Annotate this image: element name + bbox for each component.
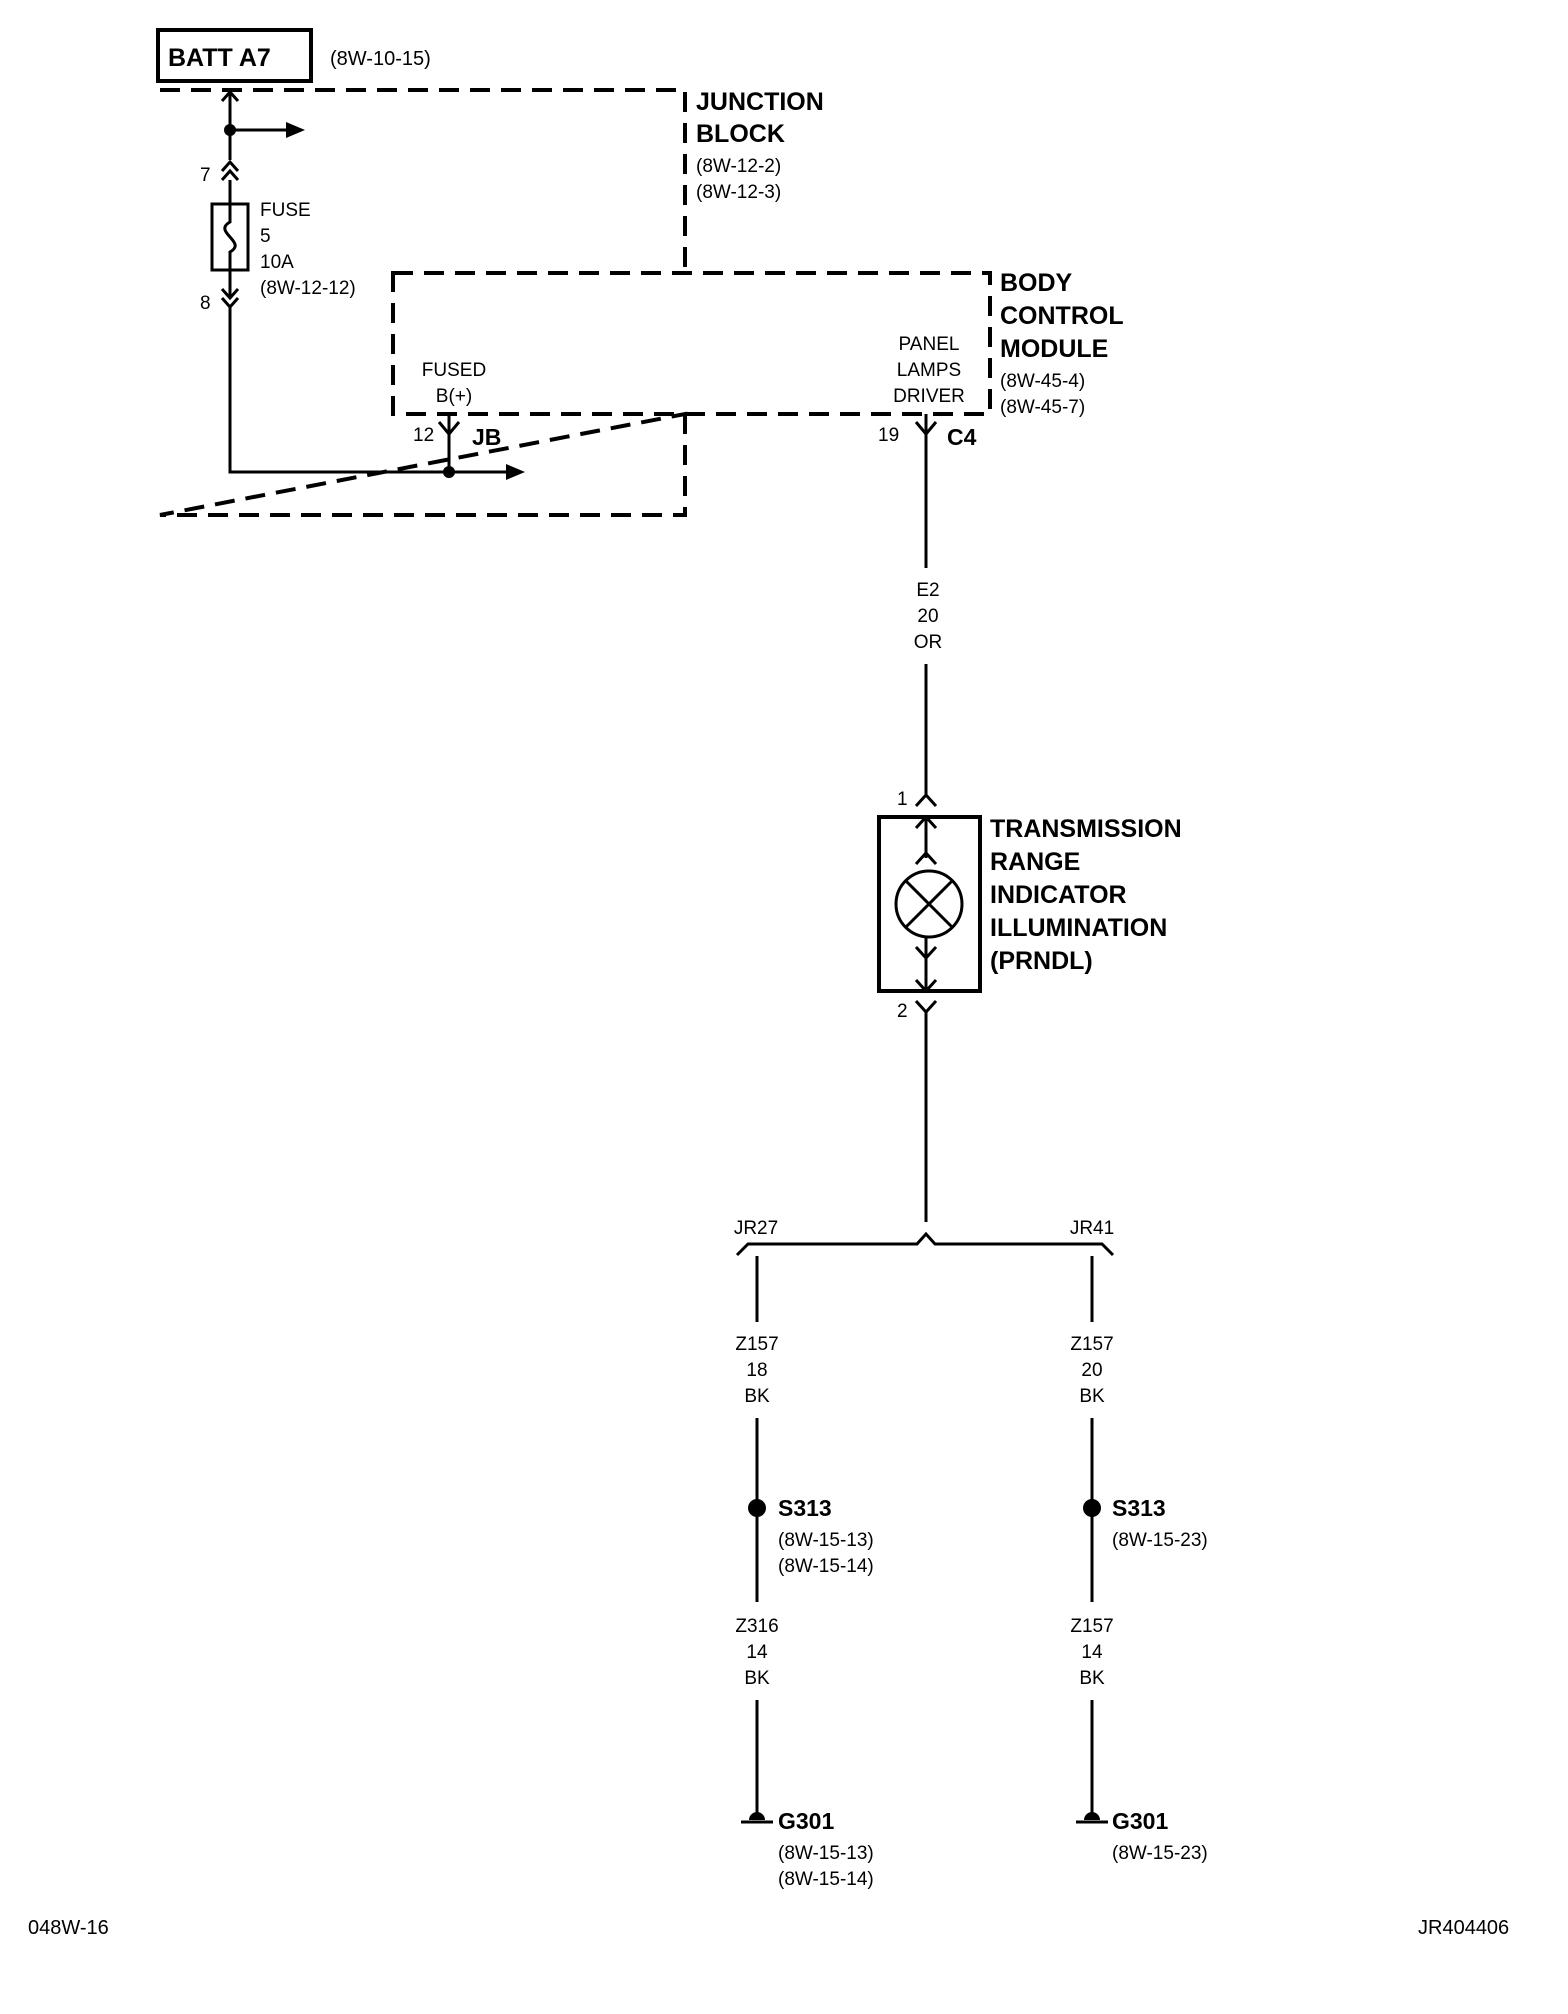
right-wire1-gauge: 20 bbox=[1081, 1360, 1102, 1381]
left-wire2-gauge: 14 bbox=[746, 1642, 768, 1663]
left-wire1-color: BK bbox=[744, 1386, 770, 1407]
bcm-ref-2: (8W-45-7) bbox=[1000, 397, 1085, 418]
battery-feed-wire bbox=[220, 89, 305, 181]
right-ground-ref-1: (8W-15-23) bbox=[1112, 1843, 1208, 1864]
left-wire2-code: Z316 bbox=[735, 1616, 778, 1637]
junction-block-title-2: BLOCK bbox=[696, 120, 785, 148]
e2-wire-code: E2 bbox=[916, 580, 939, 601]
left-ground-ref-1: (8W-15-13) bbox=[778, 1843, 874, 1864]
jb-pin-number: 12 bbox=[413, 425, 434, 446]
lamp-label-3: INDICATOR bbox=[990, 881, 1127, 909]
fuse-label-4: (8W-12-12) bbox=[260, 278, 356, 299]
right-wire1-code: Z157 bbox=[1070, 1334, 1113, 1355]
arrow-right-icon bbox=[506, 464, 525, 480]
left-splice-ref-1: (8W-15-13) bbox=[778, 1530, 874, 1551]
right-splice-ref-1: (8W-15-23) bbox=[1112, 1530, 1208, 1551]
footer-left-code: 048W-16 bbox=[28, 1917, 109, 1939]
left-wire1-gauge: 18 bbox=[746, 1360, 767, 1381]
left-ground-ref-2: (8W-15-14) bbox=[778, 1869, 874, 1890]
lamp-internal-wire bbox=[914, 814, 938, 994]
fused-splice-dot bbox=[443, 466, 455, 478]
bcm-fused-label-2: B(+) bbox=[436, 386, 472, 407]
left-splice-name: S313 bbox=[778, 1495, 832, 1521]
battery-label: BATT A7 bbox=[168, 44, 271, 72]
fuse-pin-out: 8 bbox=[200, 293, 211, 314]
bcm-title-2: CONTROL bbox=[1000, 302, 1124, 330]
right-wire2-color: BK bbox=[1079, 1668, 1105, 1689]
junction-block-ref-2: (8W-12-3) bbox=[696, 182, 781, 203]
left-wire1-code: Z157 bbox=[735, 1334, 778, 1355]
lamp-pin1-chevron bbox=[914, 792, 938, 808]
lamp-label-5: (PRNDL) bbox=[990, 947, 1093, 975]
right-ground-name: G301 bbox=[1112, 1808, 1168, 1834]
left-splice-ref-2: (8W-15-14) bbox=[778, 1556, 874, 1577]
bcm-driver-label-1: PANEL bbox=[899, 334, 960, 355]
left-ground-icon bbox=[741, 1812, 773, 1824]
battery-ref: (8W-10-15) bbox=[330, 48, 431, 70]
e2-wire-gauge: 20 bbox=[917, 606, 938, 627]
lamp-bulb-icon bbox=[894, 869, 964, 939]
battery-box bbox=[156, 28, 313, 83]
bcm-title-3: MODULE bbox=[1000, 335, 1108, 363]
fuse-symbol bbox=[210, 180, 250, 298]
junction-block-outline bbox=[159, 88, 687, 517]
arrow-right-icon bbox=[286, 122, 305, 138]
fuse-pin-in: 7 bbox=[200, 165, 211, 186]
right-wire2-code: Z157 bbox=[1070, 1616, 1113, 1637]
lamp-pin-bottom: 2 bbox=[897, 1001, 908, 1022]
lamp-label-4: ILLUMINATION bbox=[990, 914, 1167, 942]
left-wire2-color: BK bbox=[744, 1668, 770, 1689]
fuse-label-3: 10A bbox=[260, 252, 294, 273]
junction-block-title-1: JUNCTION bbox=[696, 88, 824, 116]
footer-right-code: JR404406 bbox=[1418, 1917, 1509, 1939]
bcm-ref-1: (8W-45-4) bbox=[1000, 371, 1085, 392]
body-control-module-outline bbox=[391, 271, 992, 416]
lamp-pin-top: 1 bbox=[897, 789, 908, 810]
bcm-driver-label-2: LAMPS bbox=[897, 360, 961, 381]
c4-connector-name: C4 bbox=[947, 424, 977, 450]
lamp-pin2-chevron bbox=[914, 999, 938, 1015]
right-wire2-gauge: 14 bbox=[1081, 1642, 1103, 1663]
connector-jb-symbol bbox=[437, 421, 461, 437]
bcm-fused-label-1: FUSED bbox=[422, 360, 486, 381]
lamp-label-2: RANGE bbox=[990, 848, 1080, 876]
right-wire1-color: BK bbox=[1079, 1386, 1105, 1407]
fuse-label-2: 5 bbox=[260, 226, 271, 247]
fused-b-plus-wire bbox=[228, 307, 525, 480]
jb-connector-name: JB bbox=[472, 424, 501, 450]
e2-wire-color: OR bbox=[914, 632, 943, 653]
right-splice-name: S313 bbox=[1112, 1495, 1166, 1521]
left-ground-name: G301 bbox=[778, 1808, 834, 1834]
junction-block-ref-1: (8W-12-2) bbox=[696, 156, 781, 177]
fuse-label-1: FUSE bbox=[260, 200, 311, 221]
lamp-label-1: TRANSMISSION bbox=[990, 815, 1182, 843]
right-branch-option: JR41 bbox=[1070, 1218, 1114, 1239]
branch-bus bbox=[735, 1231, 1115, 1257]
right-ground-icon bbox=[1076, 1812, 1108, 1824]
bcm-title-1: BODY bbox=[1000, 269, 1073, 297]
bcm-driver-label-3: DRIVER bbox=[893, 386, 965, 407]
left-branch-option: JR27 bbox=[734, 1218, 778, 1239]
c4-pin-number: 19 bbox=[878, 425, 899, 446]
